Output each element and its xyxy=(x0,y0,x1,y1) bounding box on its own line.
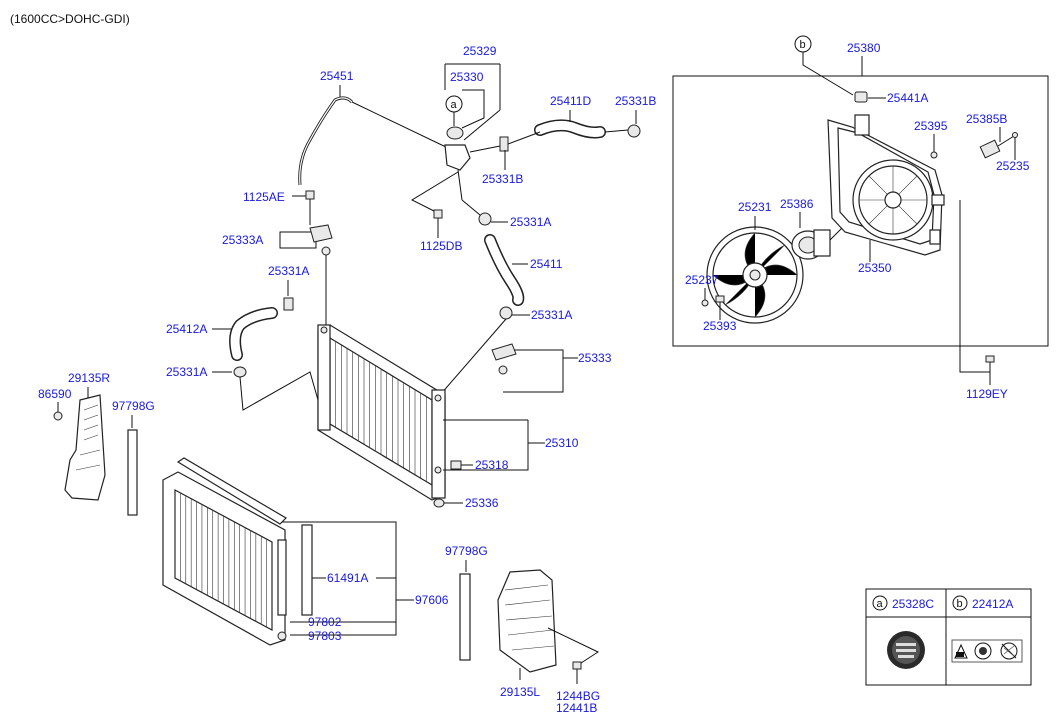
label-97798G-left: 97798G xyxy=(112,399,155,413)
fan-shroud-25350 xyxy=(827,114,945,256)
clamp-25331A-2 xyxy=(283,297,294,311)
connector-25385B xyxy=(979,132,1018,159)
label-1244BG: 1244BG xyxy=(556,689,600,703)
svg-text:b: b xyxy=(800,39,806,51)
legend-a-part: 25328C xyxy=(892,597,934,611)
cap-25441A xyxy=(854,91,868,103)
label-25231: 25231 xyxy=(738,200,772,214)
label-25331A-4: 25331A xyxy=(166,365,207,379)
legend-a-letter: a xyxy=(877,598,884,610)
air-guard-29135R xyxy=(64,394,106,501)
label-25310: 25310 xyxy=(545,436,579,450)
clamp-25331A-4 xyxy=(233,366,247,378)
label-97798G-right: 97798G xyxy=(445,544,488,558)
svg-text:a: a xyxy=(451,99,458,111)
bracket-25333A xyxy=(309,224,333,256)
filler-neck xyxy=(444,144,506,201)
bolt-1129EY xyxy=(985,355,995,372)
drain-plug-25318 xyxy=(450,460,462,470)
legend-b-letter: b xyxy=(957,598,963,610)
clamp-25331B-top xyxy=(627,124,641,138)
label-25441A: 25441A xyxy=(887,91,928,105)
label-25235: 25235 xyxy=(996,159,1030,173)
label-25411: 25411 xyxy=(530,257,563,271)
fan-motor-25386 xyxy=(791,227,843,260)
seal-strip-97798G-right xyxy=(459,573,471,661)
bolt-1125DB xyxy=(433,209,443,219)
seal-61491A xyxy=(301,524,313,616)
label-61491A: 61491A xyxy=(327,571,368,585)
callout-a-top: a xyxy=(445,95,463,126)
fan-assembly-box xyxy=(672,75,1049,347)
label-25333: 25333 xyxy=(578,351,612,365)
bolt-1125AE xyxy=(305,190,315,225)
label-25385B: 25385B xyxy=(966,112,1007,126)
clamp-25331A-1 xyxy=(478,212,492,226)
bolt-1244BG xyxy=(572,661,582,684)
label-25412A: 25412A xyxy=(166,322,207,336)
overflow-hose-25451 xyxy=(298,96,354,186)
clamp-25331B-mid xyxy=(499,136,509,152)
air-guard-29135L xyxy=(497,569,557,673)
label-25333A: 25333A xyxy=(222,233,263,247)
label-25395: 25395 xyxy=(914,119,948,133)
label-25331B-top: 25331B xyxy=(615,94,656,108)
label-25331B-mid: 25331B xyxy=(482,172,523,186)
label-25386: 25386 xyxy=(780,197,814,211)
cap-seal-icon xyxy=(887,631,925,669)
label-29135R: 29135R xyxy=(68,371,110,385)
bracket-25333 xyxy=(491,343,517,375)
label-25451: 25451 xyxy=(320,69,354,83)
label-25350: 25350 xyxy=(858,261,892,275)
label-25318: 25318 xyxy=(475,458,509,472)
label-1125DB: 1125DB xyxy=(420,239,462,253)
label-25331A-3: 25331A xyxy=(531,308,572,322)
legend-table: a 25328C b 22412A xyxy=(865,588,1032,686)
label-1125AE: 1125AE xyxy=(243,190,285,204)
label-97803: 97803 xyxy=(308,629,342,643)
label-25411D: 25411D xyxy=(550,94,591,108)
radiator-25310 xyxy=(317,324,446,501)
label-86590: 86590 xyxy=(38,387,72,401)
condenser-97606 xyxy=(162,457,287,646)
screw-86590 xyxy=(53,411,63,421)
label-25331A-2: 25331A xyxy=(268,264,309,278)
label-25380: 25380 xyxy=(847,41,881,55)
mount-25336 xyxy=(433,498,445,508)
label-25237: 25237 xyxy=(685,273,719,287)
label-29135L: 29135L xyxy=(500,685,540,699)
label-25330: 25330 xyxy=(450,70,484,84)
legend-b-part: 22412A xyxy=(972,597,1013,611)
fan-blade-25231 xyxy=(706,226,804,324)
radiator-cap xyxy=(446,126,464,140)
label-12441B: 12441B xyxy=(556,701,597,715)
label-97802: 97802 xyxy=(308,615,342,629)
clamp-25331A-3 xyxy=(499,306,513,320)
seal-strip-97798G-left xyxy=(127,429,138,516)
label-97606: 97606 xyxy=(415,593,449,607)
label-25336: 25336 xyxy=(465,496,499,510)
warning-label-icon xyxy=(951,639,1023,663)
label-25393: 25393 xyxy=(703,319,737,333)
label-25331A-1: 25331A xyxy=(510,215,551,229)
label-25329: 25329 xyxy=(463,44,497,58)
label-1129EY: 1129EY xyxy=(966,387,1008,401)
callout-b-top: b xyxy=(794,35,854,96)
engine-spec-header: (1600CC>DOHC-GDI) xyxy=(10,12,130,26)
